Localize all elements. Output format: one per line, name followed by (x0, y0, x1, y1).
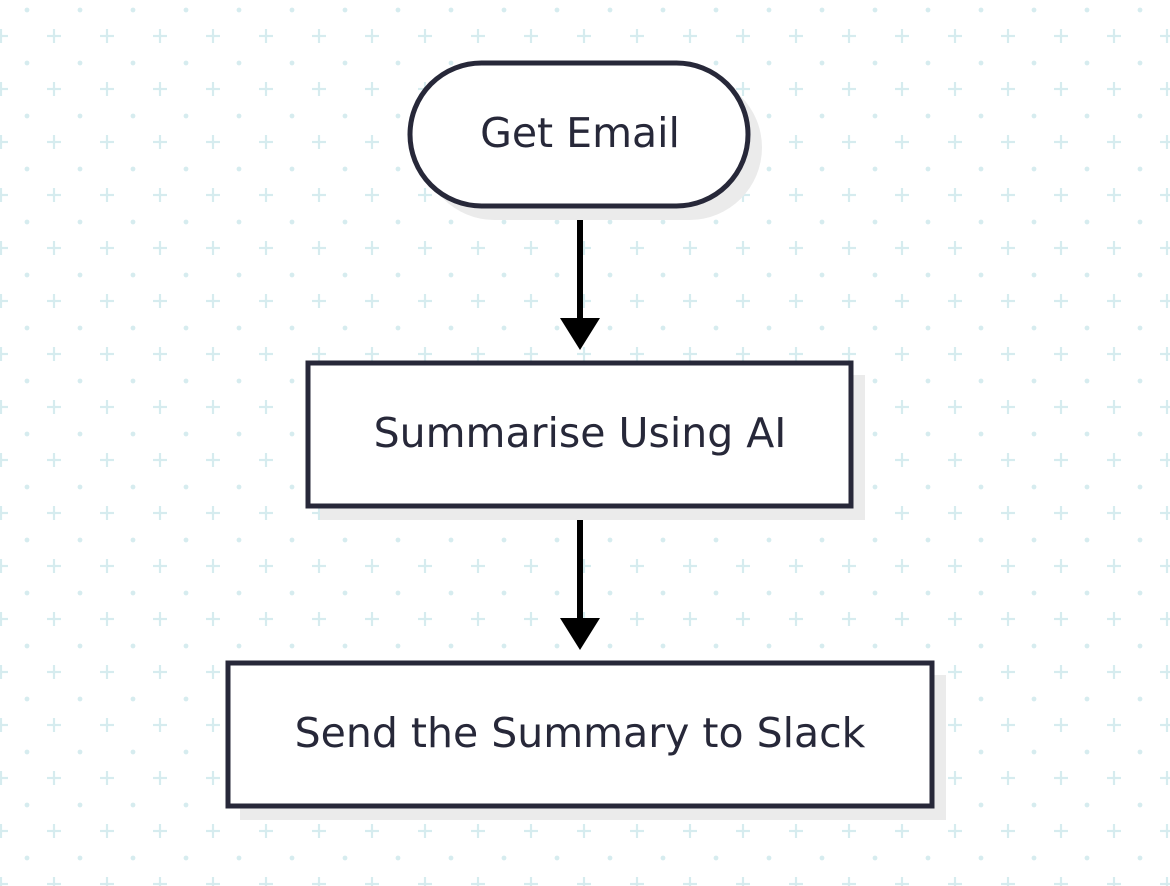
process-shape (225, 660, 935, 809)
node-send-slack[interactable]: Send the Summary to Slack (225, 660, 946, 820)
node-summarise[interactable]: Summarise Using AI (305, 360, 865, 520)
terminal-shape (407, 60, 751, 209)
arrowhead-icon (560, 318, 600, 350)
node-label: Summarise Using AI (374, 409, 787, 457)
arrowhead-icon (560, 618, 600, 650)
node-label: Get Email (480, 109, 680, 157)
node-label: Send the Summary to Slack (295, 709, 866, 757)
edge-get-email-to-summarise (560, 206, 600, 350)
edge-summarise-to-send-slack (560, 506, 600, 650)
process-shape (305, 360, 854, 509)
node-get-email[interactable]: Get Email (407, 60, 762, 220)
